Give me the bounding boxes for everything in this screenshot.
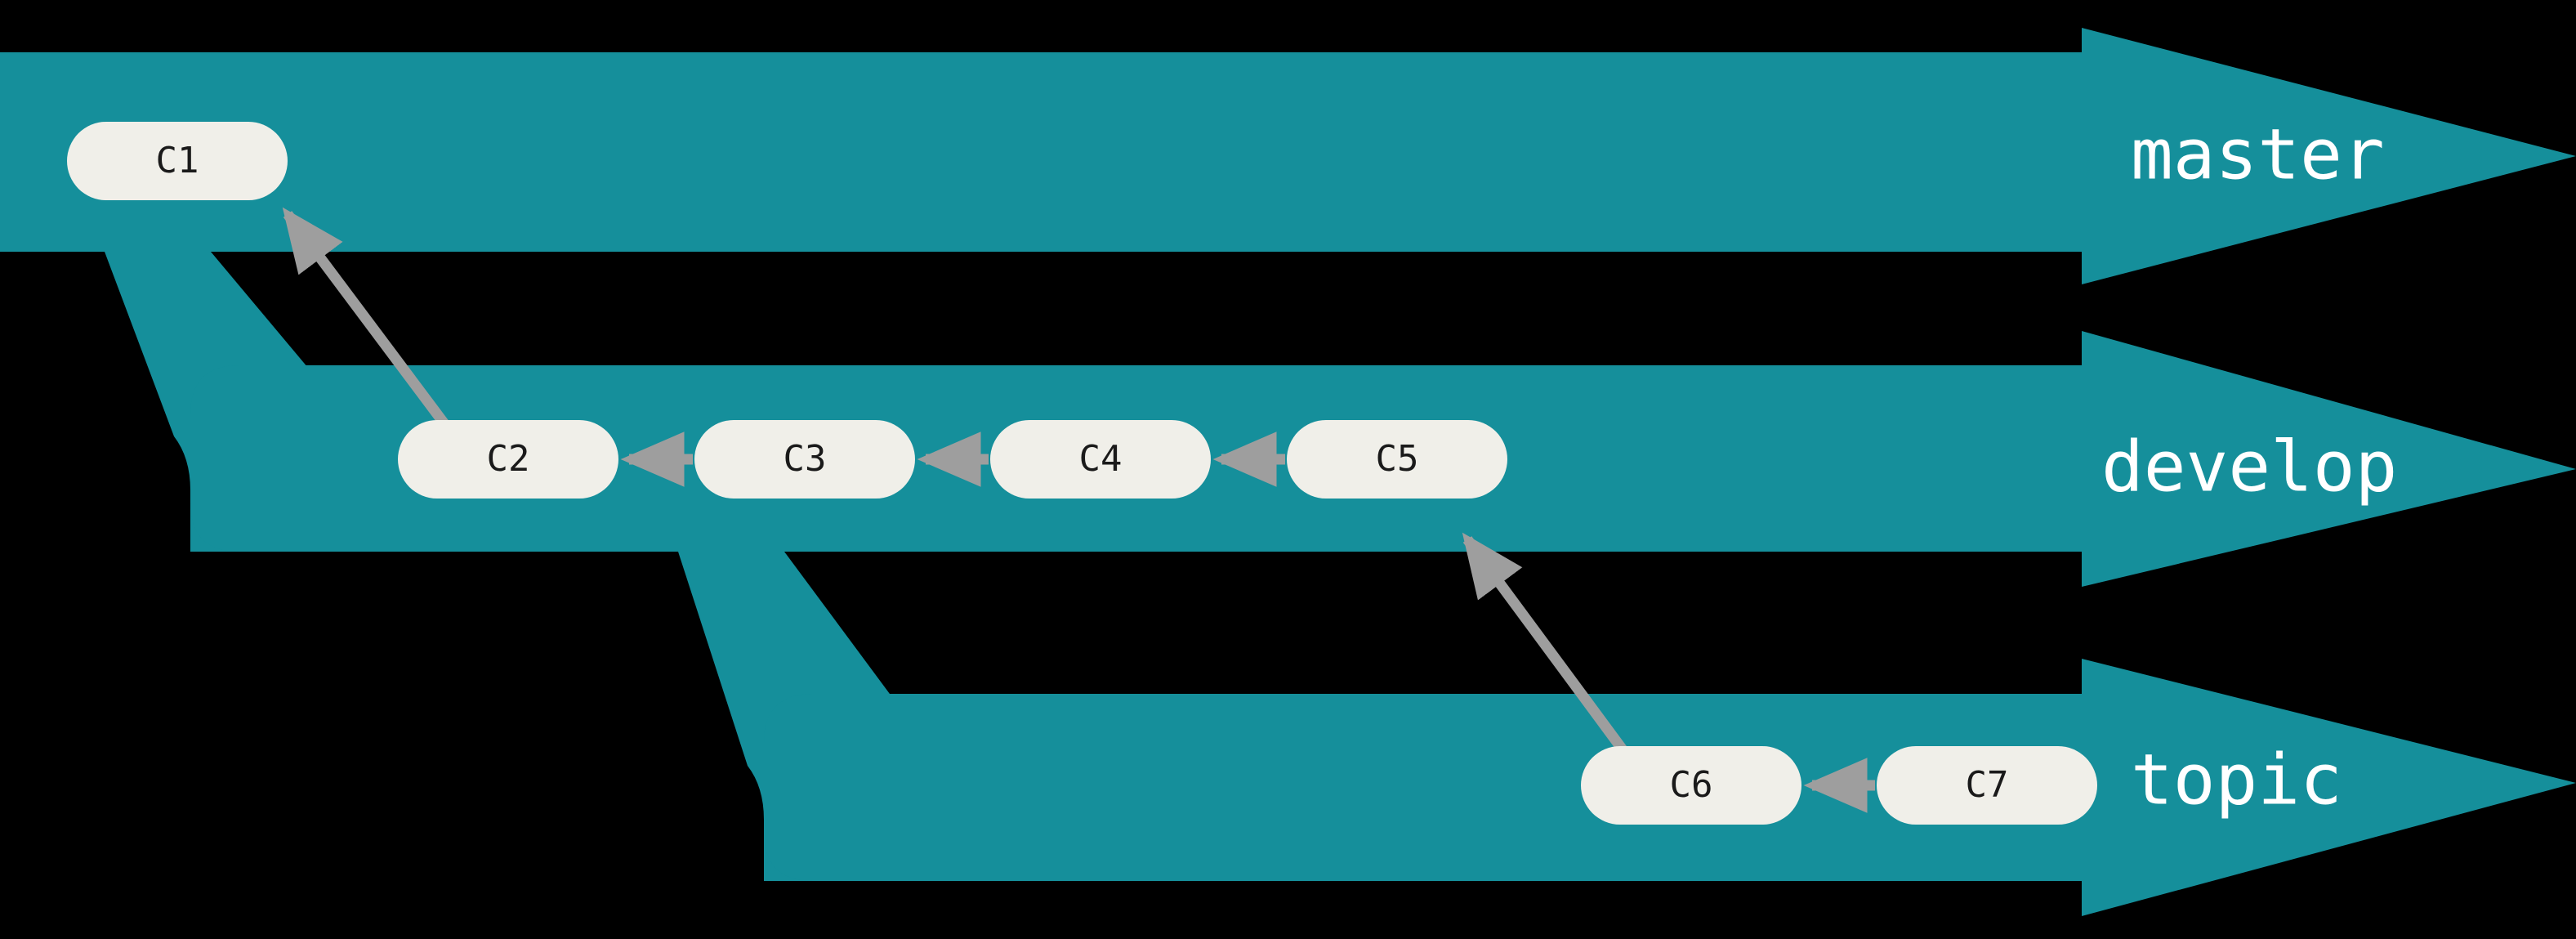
- branch-labels: master develop topic: [2101, 114, 2397, 821]
- commit-node-c6[interactable]: C6: [1581, 746, 1801, 825]
- branch-label-master[interactable]: master: [2131, 114, 2385, 195]
- branch-label-topic[interactable]: topic: [2131, 739, 2342, 821]
- edge-c2-to-c1: [282, 207, 450, 428]
- edge-c6-to-c5: [1462, 532, 1629, 755]
- commit-edges: [282, 207, 1875, 813]
- commit-label-c3: C3: [784, 438, 827, 480]
- commit-node-c4[interactable]: C4: [990, 420, 1211, 499]
- commit-label-c1: C1: [156, 140, 199, 181]
- commit-node-c2[interactable]: C2: [398, 420, 618, 499]
- branch-label-develop[interactable]: develop: [2101, 426, 2397, 508]
- commit-label-c4: C4: [1079, 438, 1123, 480]
- commit-label-c2: C2: [487, 438, 530, 480]
- commit-label-c7: C7: [1966, 764, 2009, 806]
- commit-label-c5: C5: [1376, 438, 1419, 480]
- master-band: [0, 28, 2576, 284]
- commit-node-c3[interactable]: C3: [694, 420, 915, 499]
- commit-node-c5[interactable]: C5: [1287, 420, 1507, 499]
- commit-nodes: C1 C2 C3 C4 C5 C6: [67, 122, 2097, 825]
- commit-node-c1[interactable]: C1: [67, 122, 288, 200]
- commit-label-c6: C6: [1670, 764, 1713, 806]
- commit-node-c7[interactable]: C7: [1877, 746, 2097, 825]
